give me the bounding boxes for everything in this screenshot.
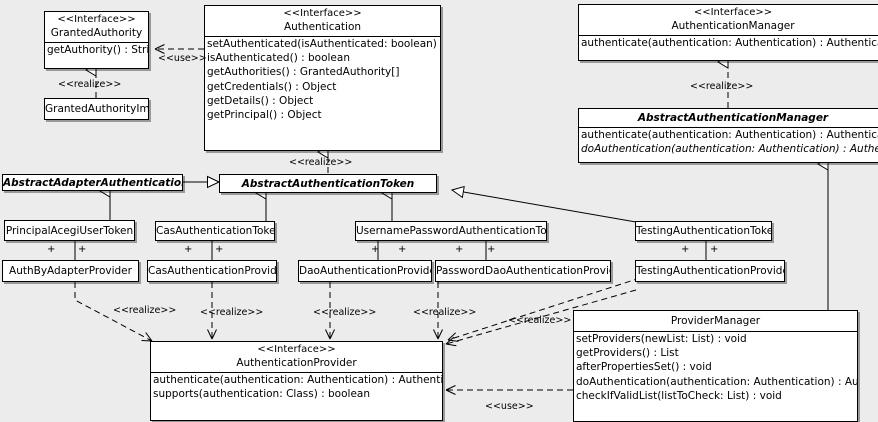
- class-operations: setProviders(newList: List) : void getPr…: [574, 331, 857, 403]
- assoc-multiplicity-plus: +: [215, 244, 224, 255]
- assoc-multiplicity-plus: +: [184, 244, 193, 255]
- class-password-dao-authentication-provider[interactable]: PasswordDaoAuthenticationProvider: [435, 260, 611, 282]
- class-auth-by-adapter-provider[interactable]: AuthByAdapterProvider: [2, 260, 139, 282]
- class-stereotype: <<Interface>>: [693, 7, 773, 18]
- class-name: PasswordDaoAuthenticationProvider: [436, 265, 611, 277]
- operation: afterPropertiesSet() : void: [576, 361, 712, 374]
- class-authentication-provider[interactable]: <<Interface>> AuthenticationProvider aut…: [150, 341, 443, 421]
- class-testing-authentication-token[interactable]: TestingAuthenticationToken: [635, 221, 772, 241]
- operation: authenticate(authentication: Authenticat…: [581, 37, 878, 49]
- operation: getProviders() : List: [576, 347, 679, 360]
- operation: getAuthority() : String: [47, 44, 149, 56]
- edge-label-realize-daoprovider: <<realize>>: [313, 307, 377, 318]
- operation: checkIfValidList(listToCheck: List) : vo…: [576, 389, 782, 402]
- operation: supports(authentication: Class) : boolea…: [153, 388, 370, 401]
- assoc-multiplicity-plus: +: [681, 244, 690, 255]
- class-abstract-adapter-authentication-token[interactable]: AbstractAdapterAuthenticationToken: [2, 174, 183, 191]
- operation: getAuthorities() : GrantedAuthority[]: [207, 66, 400, 79]
- class-header: <<Interface>> AuthenticationProvider: [151, 342, 442, 372]
- class-stereotype: <<Interface>>: [257, 344, 336, 355]
- operation: isAuthenticated() : boolean: [207, 52, 350, 65]
- class-operations: authenticate(authentication: Authenticat…: [579, 35, 878, 50]
- class-granted-authority-impl[interactable]: GrantedAuthorityImpl: [44, 98, 149, 120]
- class-name: PrincipalAcegiUserToken: [5, 224, 134, 237]
- class-name: Authentication: [283, 21, 362, 33]
- class-name: UsernamePasswordAuthenticationToken: [356, 225, 547, 237]
- edge-label-realize-passworddaoprovider: <<realize>>: [413, 307, 477, 318]
- class-header: <<Interface>> AuthenticationManager: [579, 5, 878, 35]
- class-operations: authenticate(authentication: Authenticat…: [151, 372, 442, 401]
- class-principal-acegi-user-token[interactable]: PrincipalAcegiUserToken: [4, 220, 135, 241]
- class-operations: authenticate(authentication: Authenticat…: [579, 127, 878, 156]
- class-granted-authority[interactable]: <<Interface>> GrantedAuthority getAuthor…: [44, 11, 149, 69]
- class-header: AbstractAuthenticationManager: [579, 109, 878, 127]
- class-name: GrantedAuthority: [50, 27, 143, 39]
- operation: authenticate(authentication: Authenticat…: [581, 129, 878, 141]
- class-cas-authentication-provider[interactable]: CasAuthenticationProvider: [147, 260, 277, 282]
- class-provider-manager[interactable]: ProviderManager setProviders(newList: Li…: [573, 310, 858, 422]
- assoc-multiplicity-plus: +: [710, 244, 719, 255]
- class-name: GrantedAuthorityImpl: [45, 103, 149, 115]
- class-name: CasAuthenticationProvider: [148, 265, 277, 277]
- class-header: <<Interface>> GrantedAuthority: [45, 12, 148, 42]
- class-name: AuthByAdapterProvider: [9, 265, 132, 277]
- edge-label-realize-providermanager: <<realize>>: [508, 315, 572, 326]
- class-testing-authentication-provider[interactable]: TestingAuthenticationProvider: [635, 260, 785, 282]
- assoc-multiplicity-plus: +: [398, 244, 407, 255]
- class-username-password-authentication-token[interactable]: UsernamePasswordAuthenticationToken: [355, 221, 547, 241]
- edge-label-realize-casprovider: <<realize>>: [200, 307, 264, 318]
- class-stereotype: <<Interface>>: [57, 14, 136, 25]
- class-header: ProviderManager: [574, 311, 857, 331]
- assoc-multiplicity-plus: +: [78, 244, 87, 255]
- class-abstract-authentication-manager[interactable]: AbstractAuthenticationManager authentica…: [578, 108, 878, 163]
- assoc-multiplicity-plus: +: [455, 244, 464, 255]
- operation: authenticate(authentication: Authenticat…: [153, 374, 443, 386]
- edge-testingauthenticationtoken-extends-abstracttoken: [452, 190, 637, 223]
- class-name: AbstractAdapterAuthenticationToken: [3, 176, 182, 189]
- class-name: DaoAuthenticationProvider: [299, 265, 432, 277]
- operation: getPrincipal() : Object: [207, 109, 322, 122]
- class-name: AuthenticationManager: [671, 20, 795, 32]
- class-name: AbstractAuthenticationToken: [241, 177, 415, 190]
- class-abstract-authentication-token[interactable]: AbstractAuthenticationToken: [219, 174, 437, 193]
- edge-label-realize-abstractauthenticationmanager: <<realize>>: [690, 81, 754, 92]
- class-operations: setAuthenticated(isAuthenticated: boolea…: [205, 36, 440, 122]
- edge-label-realize-authbyadapterprovider: <<realize>>: [113, 305, 177, 316]
- class-name: AbstractAuthenticationManager: [637, 112, 829, 124]
- edge-label-realize-grantedauthorityimpl: <<realize>>: [58, 79, 122, 90]
- class-authentication-manager[interactable]: <<Interface>> AuthenticationManager auth…: [578, 4, 878, 61]
- class-dao-authentication-provider[interactable]: DaoAuthenticationProvider: [298, 260, 432, 282]
- operation: getDetails() : Object: [207, 94, 314, 107]
- operation: setProviders(newList: List) : void: [576, 333, 747, 345]
- class-operations: getAuthority() : String: [45, 42, 148, 57]
- edge-label-realize-abstracttoken-authentication: <<realize>>: [289, 157, 353, 168]
- edge-label-use-providermanager-authenticationprovider: <<use>>: [485, 401, 534, 412]
- assoc-multiplicity-plus: +: [487, 244, 496, 255]
- class-name: TestingAuthenticationToken: [636, 225, 772, 237]
- class-name: AuthenticationProvider: [236, 357, 357, 369]
- class-name: TestingAuthenticationProvider: [636, 265, 785, 277]
- class-authentication[interactable]: <<Interface>> Authentication setAuthenti…: [204, 5, 441, 151]
- operation-abstract: doAuthentication(authentication: Authent…: [581, 143, 878, 156]
- operation: getCredentials() : Object: [207, 80, 337, 93]
- class-header: <<Interface>> Authentication: [205, 6, 440, 36]
- assoc-multiplicity-plus: +: [371, 244, 380, 255]
- class-name: ProviderManager: [670, 315, 761, 327]
- class-stereotype: <<Interface>>: [283, 8, 362, 19]
- operation: setAuthenticated(isAuthenticated: boolea…: [207, 38, 440, 50]
- class-cas-authentication-token[interactable]: CasAuthenticationToken: [155, 221, 275, 241]
- class-name: CasAuthenticationToken: [156, 225, 275, 237]
- assoc-multiplicity-plus: +: [47, 244, 56, 255]
- operation: doAuthentication(authentication: Authent…: [576, 375, 857, 388]
- edge-label-use-authentication-grantedauthority: <<use>>: [158, 53, 207, 64]
